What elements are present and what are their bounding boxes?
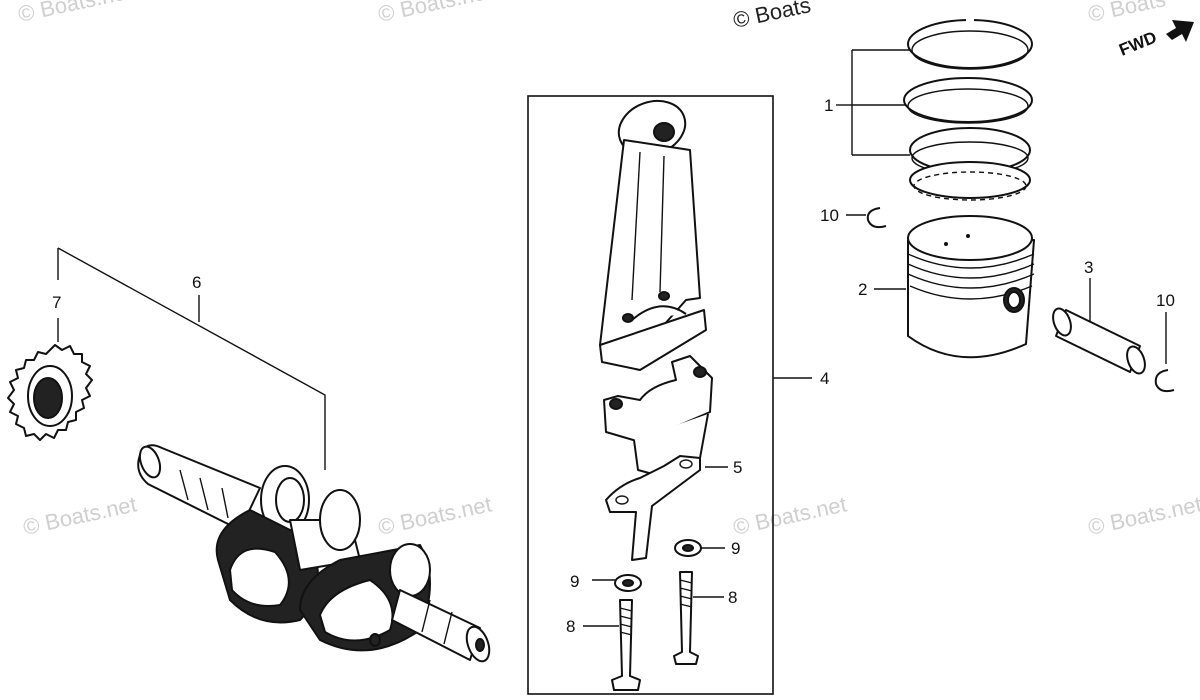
fwd-label: FWD <box>1116 28 1159 60</box>
washer-left <box>614 574 642 592</box>
callout-timing-gear: 7 <box>52 293 61 312</box>
callout-piston-pin: 3 <box>1084 258 1093 277</box>
callout-piston: 2 <box>858 280 867 299</box>
rod-bolt-right <box>673 571 699 665</box>
watermark: © Boats.net <box>376 0 494 27</box>
connecting-rod <box>599 99 707 371</box>
watermark: © Boats.net <box>731 491 849 539</box>
watermark: © Boats <box>1086 0 1168 27</box>
piston-pin-clip-right <box>1154 369 1175 393</box>
rod-bolt-left <box>611 599 641 691</box>
washer-right <box>674 539 702 557</box>
fwd-indicator: FWD <box>1116 20 1194 60</box>
callout-clip-right: 10 <box>1156 291 1175 310</box>
callout-crankshaft: 6 <box>192 273 201 292</box>
callout-rod-bolt-right: 8 <box>728 588 737 607</box>
piston-ring-set <box>903 16 1033 201</box>
callout-oil-dipper: 5 <box>733 458 742 477</box>
piston <box>907 215 1035 359</box>
callout-connecting-rod-assy: 4 <box>820 369 829 388</box>
piston-pin <box>1052 307 1146 375</box>
watermark: © Boats.net <box>16 0 134 27</box>
callout-ring-set: 1 <box>824 96 833 115</box>
connecting-rod-assembly-frame <box>527 95 774 695</box>
piston-pin-clip-left <box>866 207 887 229</box>
oil-dipper <box>605 455 701 561</box>
timing-gear <box>7 344 93 441</box>
crankshaft <box>137 444 491 663</box>
watermark: © Boats.net <box>21 491 139 539</box>
watermark: © Boats.net <box>1086 491 1200 539</box>
callout-rod-bolt-left: 8 <box>566 617 575 636</box>
fwd-arrow-icon <box>1166 20 1194 42</box>
watermark: © Boats.net <box>376 491 494 539</box>
watermark: © Boats <box>731 0 813 33</box>
callout-clip-left: 10 <box>820 206 839 225</box>
callout-washer-right: 9 <box>731 539 740 558</box>
leader-lines-crank <box>57 247 326 470</box>
callout-washer-left: 9 <box>570 572 579 591</box>
